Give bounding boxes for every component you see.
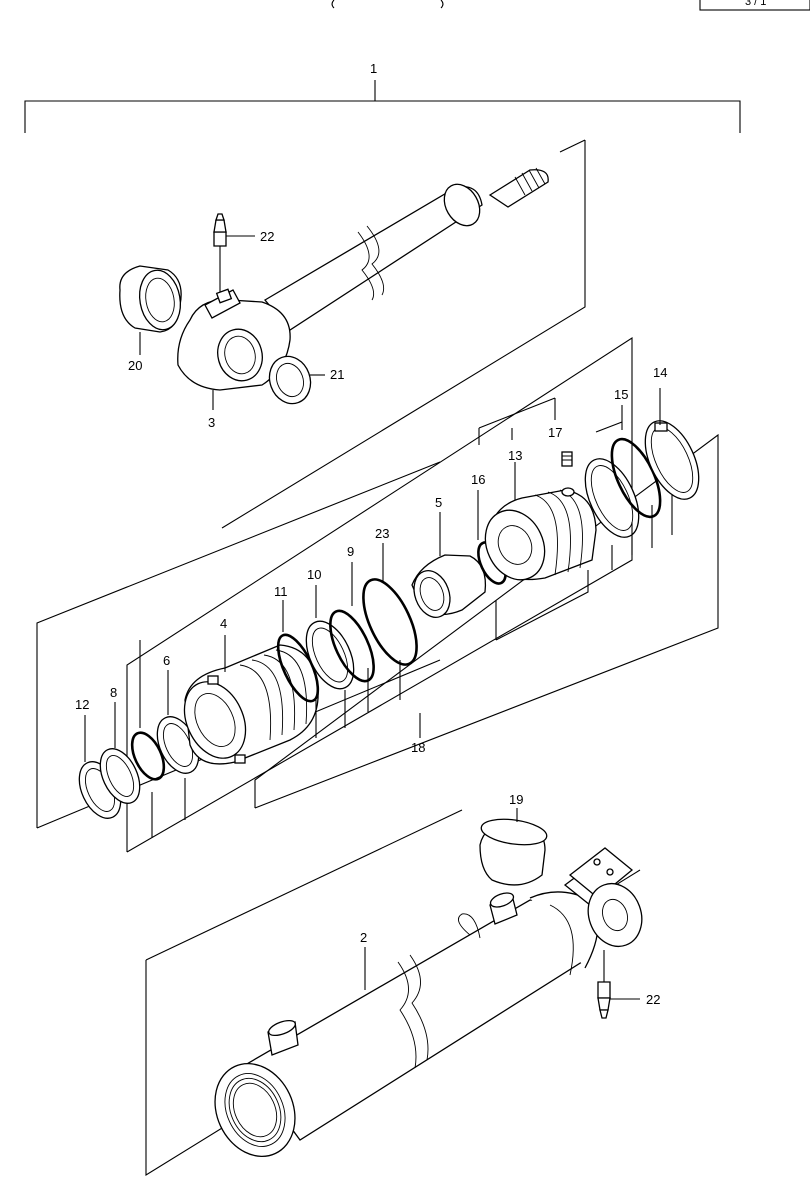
label-23: 23 bbox=[375, 526, 389, 541]
label-14: 14 bbox=[653, 365, 667, 380]
tube-port-front bbox=[267, 1019, 299, 1056]
seal-parts-row bbox=[78, 388, 700, 838]
seal-kit-frame bbox=[36, 336, 719, 853]
label-2: 2 bbox=[360, 930, 367, 945]
page-header: 3 / 1 bbox=[331, 0, 810, 11]
label-16: 16 bbox=[471, 472, 485, 487]
label-10: 10 bbox=[307, 567, 321, 582]
label-20: 20 bbox=[128, 358, 142, 373]
rod-threaded-end bbox=[488, 167, 549, 208]
piston-13 bbox=[478, 397, 597, 581]
seal-8 bbox=[99, 702, 141, 804]
label-15: 15 bbox=[614, 387, 628, 402]
cylinder-tube bbox=[145, 809, 643, 1176]
callout-labels: 1 22 20 21 3 14 15 17 13 16 5 23 9 10 11… bbox=[75, 61, 667, 1007]
tube-port-rear bbox=[489, 892, 518, 925]
label-13: 13 bbox=[508, 448, 522, 463]
label-5: 5 bbox=[435, 495, 442, 510]
o-ring-23 bbox=[362, 578, 418, 666]
label-21: 21 bbox=[330, 367, 344, 382]
label-22-top: 22 bbox=[260, 229, 274, 244]
wear-ring-15 bbox=[584, 458, 640, 538]
label-18: 18 bbox=[411, 740, 425, 755]
backup-ring-10 bbox=[305, 585, 355, 738]
label-3: 3 bbox=[208, 415, 215, 430]
page-number-box bbox=[699, 0, 810, 11]
label-9: 9 bbox=[347, 544, 354, 559]
bushing-5 bbox=[411, 512, 487, 618]
assembly-bracket bbox=[24, 80, 741, 133]
snap-ring-21 bbox=[268, 355, 325, 405]
label-6: 6 bbox=[163, 653, 170, 668]
label-19: 19 bbox=[509, 792, 523, 807]
bushing-20 bbox=[119, 265, 182, 355]
piston-rod bbox=[119, 139, 586, 529]
label-12: 12 bbox=[75, 697, 89, 712]
label-17: 17 bbox=[548, 425, 562, 440]
o-ring-gland bbox=[130, 731, 166, 781]
label-1: 1 bbox=[370, 61, 377, 76]
rod-eye bbox=[177, 288, 291, 391]
set-screw-17 bbox=[554, 398, 573, 467]
label-11: 11 bbox=[274, 584, 288, 599]
rod-gland-4 bbox=[183, 635, 319, 765]
label-4: 4 bbox=[220, 616, 227, 631]
piston-seal-14 bbox=[644, 388, 700, 548]
grease-nipple-top bbox=[213, 213, 255, 292]
page-number-text: 3 / 1 bbox=[745, 0, 766, 8]
label-22-bottom: 22 bbox=[646, 992, 660, 1007]
label-8: 8 bbox=[110, 685, 117, 700]
grease-nipple-bottom bbox=[597, 950, 640, 1019]
bushing-19 bbox=[479, 808, 548, 886]
